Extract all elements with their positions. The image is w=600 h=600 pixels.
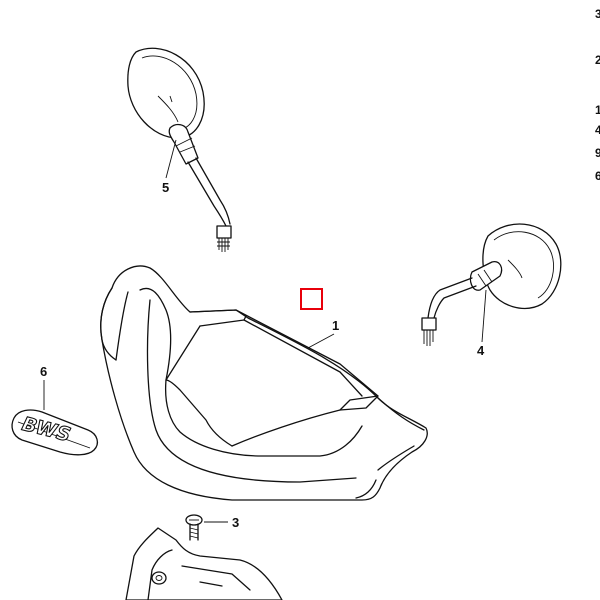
edge-number: 4 xyxy=(595,123,600,137)
edge-number: 9 xyxy=(595,146,600,160)
lower-bracket xyxy=(125,527,283,600)
edge-number: 3 xyxy=(595,7,600,21)
callout-6: 6 xyxy=(40,364,47,379)
right-mirror xyxy=(421,223,562,346)
edge-number: 1 xyxy=(595,103,600,117)
callout-3: 3 xyxy=(232,515,239,530)
callout-5: 5 xyxy=(162,180,169,195)
edge-number: 6 xyxy=(595,169,600,183)
leader-line-4 xyxy=(481,289,487,343)
left-mirror xyxy=(127,47,232,252)
edge-number-column: 3 2 1 4 9 6 xyxy=(595,7,600,183)
highlight-marker xyxy=(300,288,323,310)
screw xyxy=(185,514,203,541)
bws-emblem: BWS xyxy=(11,409,99,456)
callout-1: 1 xyxy=(332,318,339,333)
leader-line-1 xyxy=(307,333,335,349)
edge-number: 2 xyxy=(595,53,600,67)
leader-line-5 xyxy=(165,139,177,179)
callout-4: 4 xyxy=(477,343,485,358)
handlebar-cover xyxy=(100,265,428,501)
